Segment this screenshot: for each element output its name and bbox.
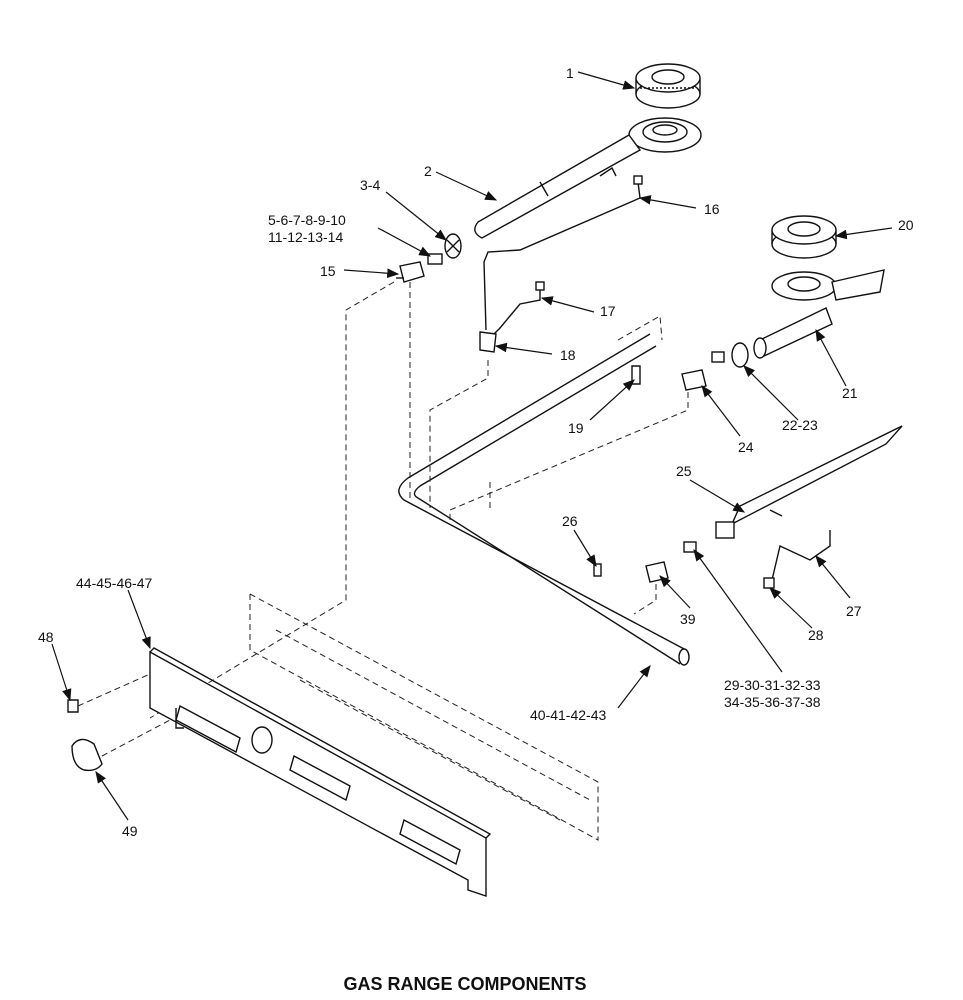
callout-22-23: 22-23 [782, 417, 818, 433]
callout-18: 18 [560, 347, 576, 363]
callout-15: 15 [320, 263, 336, 279]
callout-line: 28 [808, 627, 824, 643]
air-shutter-22-23 [731, 342, 749, 368]
bolt-48-icon [67, 699, 79, 713]
callout-2: 2 [424, 163, 432, 179]
burner-cap-20 [771, 215, 837, 259]
gas-tube-17 [491, 288, 541, 337]
control-panel-44-47 [149, 647, 492, 897]
callout-44-47: 44-45-46-47 [76, 575, 152, 591]
manifold-pipe [398, 315, 690, 666]
callout-20: 20 [898, 217, 914, 233]
callout-line: 24 [738, 439, 754, 455]
callout-28: 28 [808, 627, 824, 643]
callout-line: 22-23 [782, 417, 818, 433]
callout-1: 1 [566, 65, 574, 81]
callout-21: 21 [842, 385, 858, 401]
callout-line: 16 [704, 201, 720, 217]
gas-tube-27 [771, 530, 831, 581]
leader-lines [51, 71, 893, 821]
callout-line: 21 [842, 385, 858, 401]
burner-head-21 [753, 269, 885, 359]
orifice-22-icon [711, 351, 725, 363]
valve-18 [479, 331, 497, 353]
callout-line: 27 [846, 603, 862, 619]
callout-3-4: 3-4 [360, 177, 380, 193]
callout-line: 39 [680, 611, 696, 627]
callout-49: 49 [122, 823, 138, 839]
callout-line: 49 [122, 823, 138, 839]
orifice-29-38 [683, 541, 697, 553]
burner-head-2 [474, 117, 702, 239]
valve-15 [396, 261, 425, 283]
screw-26-icon [593, 563, 602, 577]
callout-39: 39 [680, 611, 696, 627]
fitting-16-icon [633, 175, 643, 185]
callout-line: 19 [568, 420, 584, 436]
burner-cap-1 [635, 63, 701, 109]
diagram-title: GAS RANGE COMPONENTS [343, 974, 586, 994]
air-shutter-3-4 [444, 233, 462, 259]
callout-line: 44-45-46-47 [76, 575, 152, 591]
callout-48: 48 [38, 629, 54, 645]
callout-24: 24 [738, 439, 754, 455]
callout-line: 25 [676, 463, 692, 479]
callout-19: 19 [568, 420, 584, 436]
callout-26: 26 [562, 513, 578, 529]
callout-line: 3-4 [360, 177, 380, 193]
callout-25: 25 [676, 463, 692, 479]
knob-49 [71, 738, 103, 772]
callout-line: 5-6-7-8-9-10 [268, 212, 346, 228]
callout-17: 17 [600, 303, 616, 319]
callout-line: 11-12-13-14 [268, 229, 343, 245]
callout-27: 27 [846, 603, 862, 619]
fitting-17-icon [535, 281, 545, 291]
callout-line: 48 [38, 629, 54, 645]
callout-40-43: 40-41-42-43 [530, 707, 606, 723]
callout-line: 34-35-36-37-38 [724, 694, 821, 710]
callout-line: 1 [566, 65, 574, 81]
callout-line: 40-41-42-43 [530, 707, 606, 723]
fitting-28-icon [763, 577, 775, 589]
valve-39 [645, 561, 669, 583]
callout-line: 2 [424, 163, 432, 179]
callout-line: 20 [898, 217, 914, 233]
callout-line: 15 [320, 263, 336, 279]
callout-line: 26 [562, 513, 578, 529]
burner-tube-25 [715, 425, 903, 539]
callout-line: 17 [600, 303, 616, 319]
callout-line: 18 [560, 347, 576, 363]
orifice-5-14 [427, 253, 443, 265]
gas-tube-16 [483, 181, 641, 331]
callout-line: 29-30-31-32-33 [724, 677, 821, 693]
callout-16: 16 [704, 201, 720, 217]
